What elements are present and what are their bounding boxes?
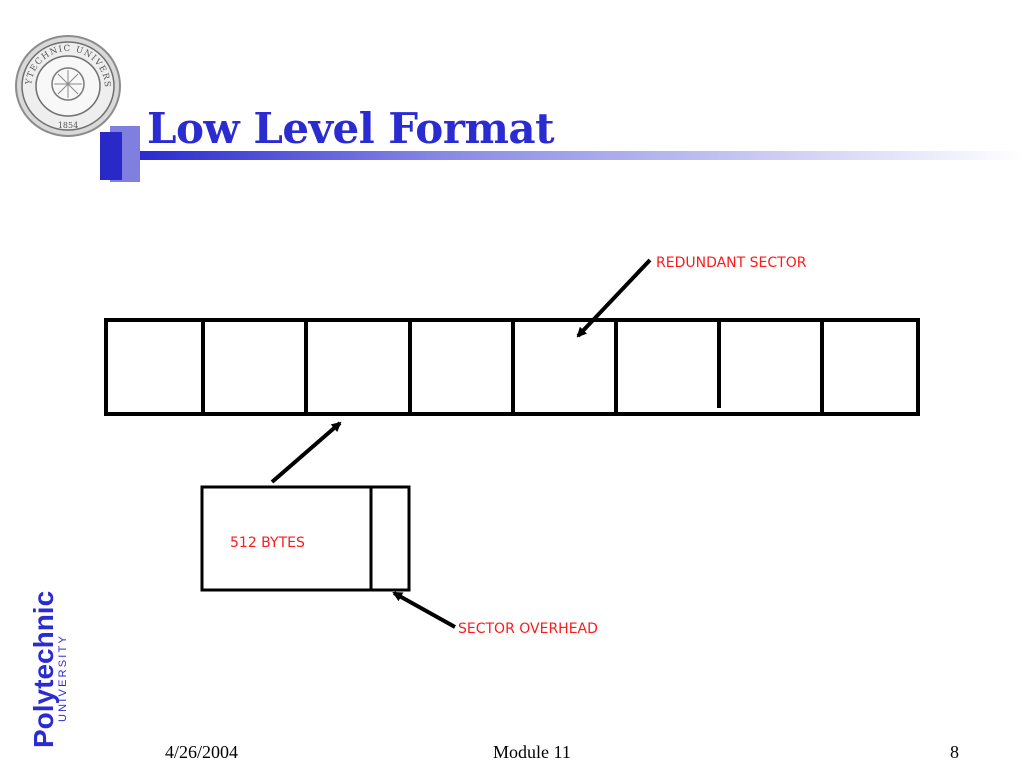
footer-module: Module 11: [493, 742, 571, 762]
university-seal-logo: POLYTECHNIC UNIVERSITY 1854: [10, 27, 122, 138]
track: [104, 318, 920, 416]
title-accent-block-dark: [100, 132, 122, 180]
footer-date: 4/26/2004: [165, 742, 239, 762]
sector-overhead-arrow: [392, 591, 456, 629]
brand-main-text: Polytechnic: [28, 591, 59, 748]
slide-title: Low Level Format: [147, 104, 555, 153]
title-underline-gradient: [140, 151, 1024, 160]
sector-overhead-label: SECTOR OVERHEAD: [458, 621, 598, 637]
polytechnic-brand-logo: Polytechnic UNIVERSITY: [18, 560, 70, 750]
footer-page-number: 8: [950, 742, 959, 762]
seal-year: 1854: [58, 121, 78, 130]
sector-detail: 512 BYTES: [200, 485, 411, 592]
brand-sub-text: UNIVERSITY: [57, 634, 69, 722]
sector-detail-arrow: [270, 421, 342, 484]
sector-bytes-label: 512 BYTES: [230, 535, 305, 551]
redundant-sector-label: REDUNDANT SECTOR: [656, 255, 807, 271]
sector-detail-box: [200, 485, 411, 592]
redundant-sector-arrow: [576, 258, 652, 338]
